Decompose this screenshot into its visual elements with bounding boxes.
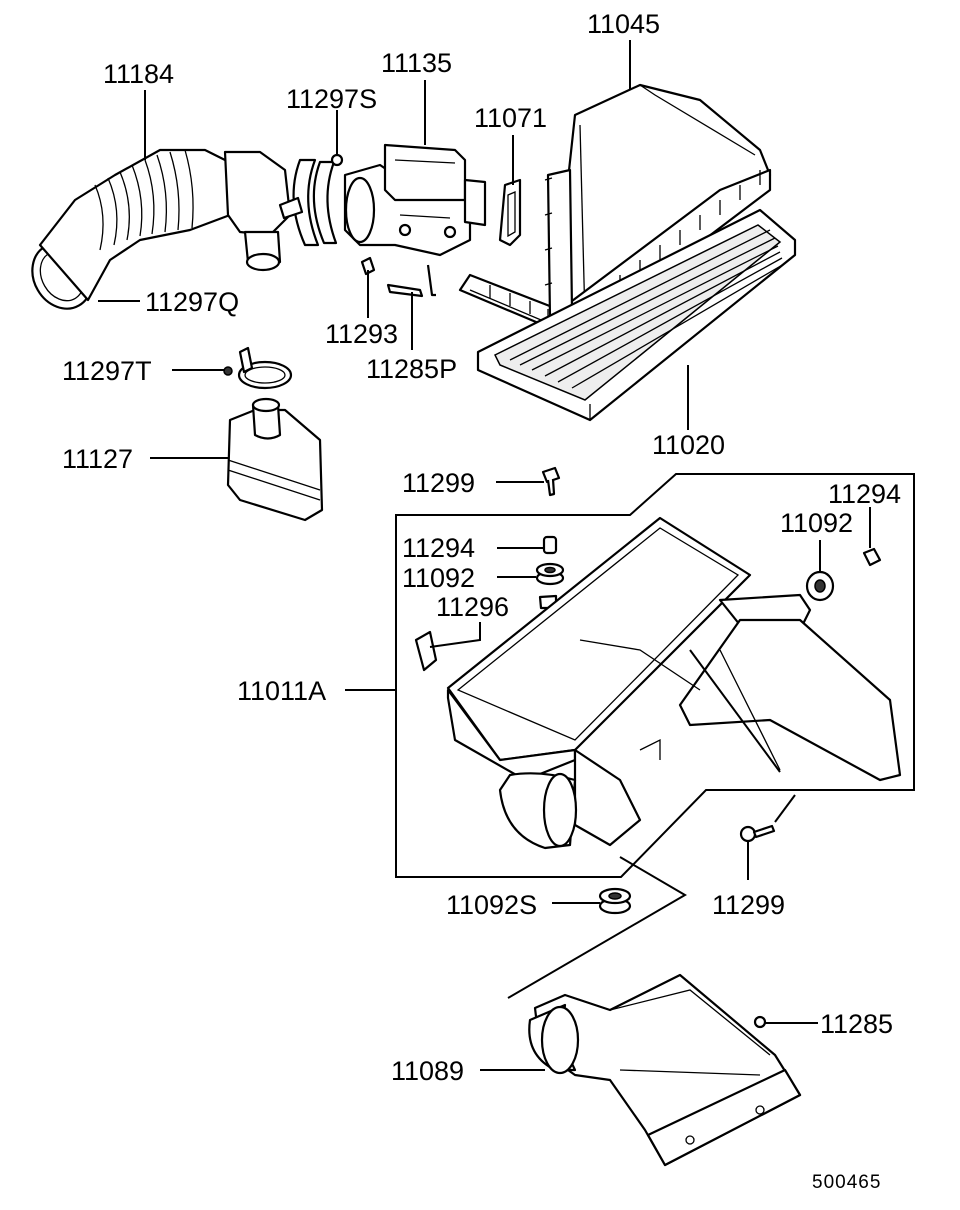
bolt-11299-top: [541, 466, 561, 497]
label-11092-left: 11092: [402, 563, 475, 593]
grommet-11092S: [598, 887, 632, 915]
resonator-11127: [226, 397, 324, 522]
label-11071: 11071: [474, 103, 547, 133]
label-11135: 11135: [381, 48, 452, 78]
label-11296: 11296: [436, 592, 509, 622]
label-11294-right: 11294: [828, 479, 901, 509]
screw-11285: [753, 1015, 767, 1029]
air-cleaner-body-11011A: [446, 516, 902, 850]
bushing-11294-left: [542, 535, 558, 555]
label-11285: 11285: [820, 1009, 893, 1039]
drawing-code: 500465: [812, 1172, 881, 1193]
body-group-outline: [395, 473, 915, 878]
label-11299-bottom: 11299: [712, 890, 785, 920]
screw-11285P: [386, 264, 436, 298]
label-11297Q: 11297Q: [145, 287, 239, 317]
grommet-11092-left: [535, 562, 565, 586]
air-duct-11089: [528, 973, 802, 1167]
bolt-11299-bottom: [739, 824, 776, 843]
label-11092S: 11092S: [446, 890, 537, 920]
leader-lines: [98, 40, 871, 1071]
intake-hose-11184: [31, 148, 292, 310]
label-11127: 11127: [62, 444, 133, 474]
label-11297T: 11297T: [62, 356, 152, 386]
label-11294-left: 11294: [402, 533, 475, 563]
label-11184: 11184: [103, 59, 174, 89]
gasket-11071: [498, 178, 522, 247]
label-11020: 11020: [652, 430, 725, 460]
clip-11293: [360, 256, 376, 276]
label-11045: 11045: [587, 9, 660, 39]
label-11299-top: 11299: [402, 468, 475, 498]
label-11089: 11089: [391, 1056, 464, 1086]
part-labels: 11184 11297S 11135 11045 11071 11297Q 11…: [62, 9, 901, 1193]
label-11092-right: 11092: [780, 508, 853, 538]
hose-clamp-11297T: [223, 346, 293, 390]
hose-clamp-11297S: [278, 153, 344, 247]
label-11011A: 11011A: [237, 676, 326, 706]
label-11285P: 11285P: [366, 354, 457, 384]
bushing-11294-right: [862, 547, 882, 567]
label-11293: 11293: [325, 319, 398, 349]
airflow-sensor-11135: [343, 143, 487, 257]
label-11297S: 11297S: [286, 84, 377, 114]
air-filter-element-11020: [476, 208, 797, 422]
clip-11296-pair: [414, 594, 558, 672]
air-cleaner-cover-11045: [458, 83, 772, 347]
grommet-11092-right: [805, 570, 835, 602]
